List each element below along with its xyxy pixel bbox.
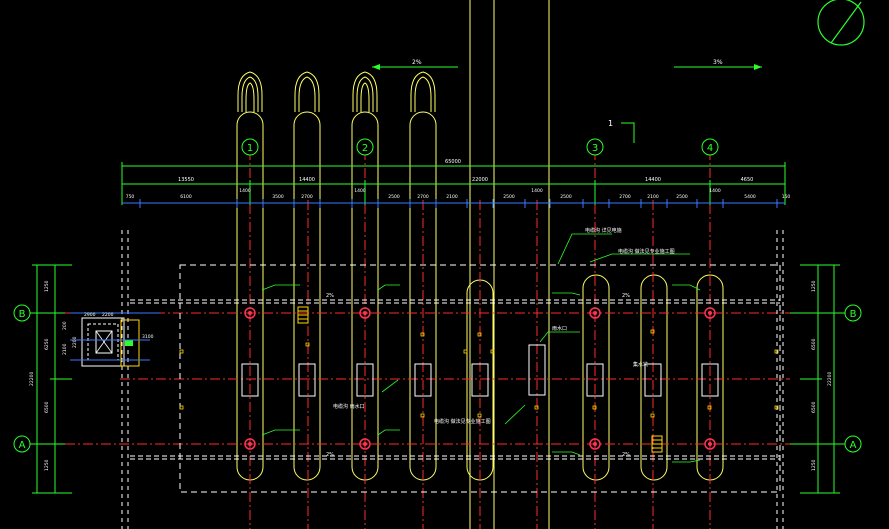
flag-a-1: 2% — [326, 452, 334, 458]
section-mark: 1 — [608, 119, 635, 143]
dim-overall: 65000 — [445, 159, 461, 165]
axis-b-left-label: B — [19, 309, 26, 320]
axis-1-label: 1 — [247, 143, 253, 154]
annotations: 电缆沟 详见电施 电缆沟 做法见专业施工图 雨水口 电缆沟 雨水口 电缆沟 做法… — [326, 227, 675, 458]
note-top-b: 电缆沟 做法见专业施工图 — [618, 248, 675, 255]
axis-a-right-label: A — [850, 440, 857, 451]
svg-text:22200: 22200 — [29, 372, 35, 386]
svg-text:2100: 2100 — [647, 194, 659, 200]
axis-bubble-b-right: B — [844, 304, 862, 322]
axis-bubble-b-left: B — [13, 304, 31, 322]
dim-row1-0: 13550 — [178, 177, 194, 183]
axis-4-label: 4 — [707, 143, 713, 154]
svg-text:6500: 6500 — [811, 338, 817, 350]
svg-text:6100: 6100 — [180, 194, 192, 200]
svg-text:1250: 1250 — [811, 459, 817, 471]
arched-duct-tops — [237, 71, 436, 112]
slope-left-label: 2% — [412, 59, 422, 66]
svg-text:1400: 1400 — [709, 188, 721, 194]
dim-row1-1: 14400 — [299, 177, 315, 183]
top-dimension-chain — [121, 162, 786, 205]
svg-text:5400: 5400 — [744, 194, 756, 200]
svg-text:200: 200 — [62, 321, 68, 330]
svg-text:2500: 2500 — [560, 194, 572, 200]
note-pit: 集水坑 — [633, 361, 648, 368]
svg-text:1400: 1400 — [531, 188, 543, 194]
axis-b-right-label: B — [850, 309, 857, 320]
svg-text:2700: 2700 — [417, 194, 429, 200]
svg-text:2200: 2200 — [72, 336, 78, 348]
svg-text:2100: 2100 — [62, 343, 68, 355]
left-dim-labels: 1250 6250 6500 1250 22200 — [29, 280, 50, 471]
slope-right-label: 3% — [713, 59, 723, 66]
axis-a-left-label: A — [19, 440, 26, 451]
inset-detail — [70, 312, 160, 367]
small-square-markers — [179, 329, 779, 418]
blue-dim-ticks — [139, 199, 778, 208]
svg-text:2500: 2500 — [388, 194, 400, 200]
slope-arrow-right: 3% — [674, 59, 762, 70]
axis-bubble-a-left: A — [13, 435, 31, 453]
slope-arrow-left: 2% — [372, 59, 458, 70]
axis-bubble-2: 2 — [356, 138, 374, 156]
svg-text:1250: 1250 — [811, 280, 817, 292]
annotation-leaders — [261, 233, 701, 463]
right-dimension-chain — [800, 264, 840, 494]
svg-text:1250: 1250 — [44, 459, 50, 471]
svg-text:2700: 2700 — [301, 194, 313, 200]
flag-b-2: 2% — [622, 293, 630, 299]
axis-bubble-3: 3 — [586, 138, 604, 156]
axis-3-label: 3 — [592, 143, 598, 154]
note-mid-center: 电缆沟 雨水口 — [333, 403, 365, 410]
svg-text:2700: 2700 — [619, 194, 631, 200]
section-mark-label: 1 — [608, 119, 613, 128]
left-dimension-chain — [32, 264, 72, 494]
svg-text:3100: 3100 — [142, 334, 154, 340]
svg-text:1400: 1400 — [239, 188, 251, 194]
dim-row1: 13550 14400 22000 14400 4650 — [178, 177, 753, 183]
drain-lines — [130, 299, 780, 460]
dim-row1-4: 4650 — [741, 177, 754, 183]
note-bottom-center: 电缆沟 做法见专业施工图 — [434, 418, 491, 425]
axis-bubble-a-right: A — [844, 435, 862, 453]
side-walls — [121, 230, 784, 529]
flag-a-2: 2% — [622, 452, 630, 458]
dim-row1-3: 14400 — [645, 177, 661, 183]
note-mid-left: 雨水口 — [552, 325, 567, 332]
axis-2-label: 2 — [362, 143, 368, 154]
axis-bubble-1: 1 — [241, 138, 259, 156]
svg-text:2200: 2200 — [102, 312, 114, 318]
svg-text:150: 150 — [782, 194, 791, 200]
site-boundary — [179, 264, 781, 493]
flag-b-1: 2% — [326, 293, 334, 299]
dim-row2: 750 6100 1400 3500 2700 1400 2500 2700 2… — [126, 188, 791, 200]
grid-axis-lines — [65, 150, 835, 529]
ladder-icon — [297, 306, 663, 453]
svg-text:3500: 3500 — [272, 194, 284, 200]
dim-row1-2: 22000 — [472, 177, 488, 183]
svg-text:2900: 2900 — [84, 312, 96, 318]
column-outlines — [241, 344, 719, 397]
inset-labels: 2900 2200 200 2100 2200 3100 — [62, 312, 154, 355]
svg-text:22200: 22200 — [827, 372, 833, 386]
north-arrow-icon — [817, 0, 865, 46]
svg-text:2500: 2500 — [503, 194, 515, 200]
svg-text:2100: 2100 — [446, 194, 458, 200]
svg-text:750: 750 — [126, 194, 135, 200]
svg-text:1250: 1250 — [44, 280, 50, 292]
note-top-a: 电缆沟 详见电施 — [585, 227, 622, 234]
right-dim-labels: 1250 6500 6500 1250 22200 — [811, 280, 833, 471]
axis-bubble-4: 4 — [701, 138, 719, 156]
svg-text:6250: 6250 — [44, 338, 50, 350]
svg-text:6500: 6500 — [44, 401, 50, 413]
pit-markers — [244, 307, 716, 450]
svg-text:1400: 1400 — [354, 188, 366, 194]
svg-text:2500: 2500 — [676, 194, 688, 200]
svg-text:6500: 6500 — [811, 401, 817, 413]
